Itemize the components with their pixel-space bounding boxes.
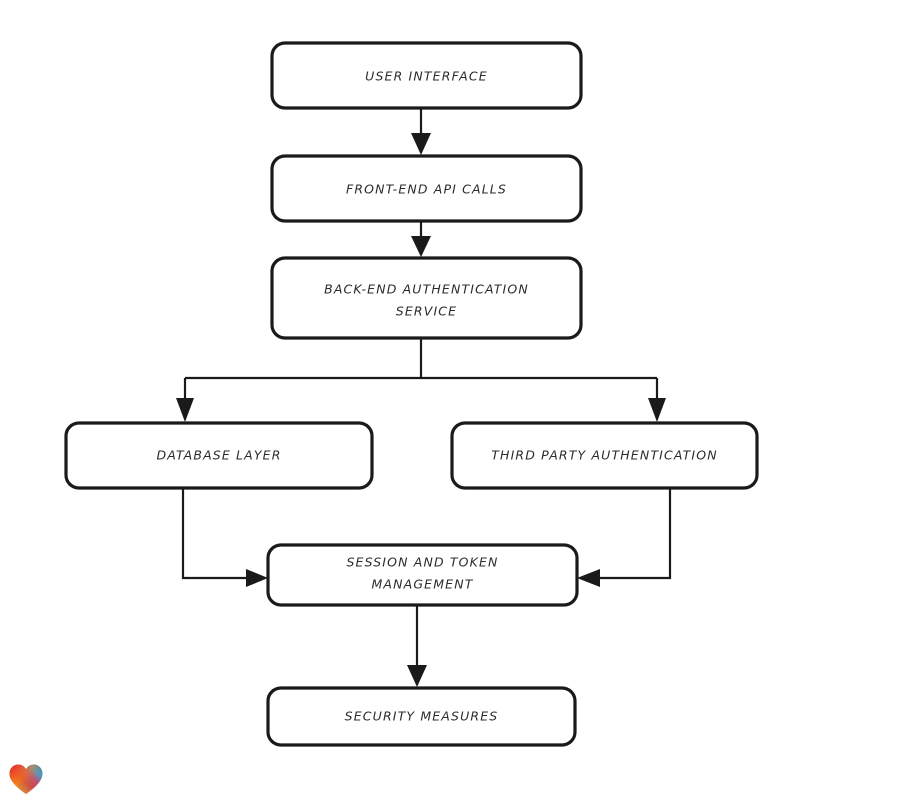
edge-line	[598, 488, 672, 580]
node-label-line-1: SESSION AND TOKEN	[346, 555, 498, 570]
node-shape[interactable]	[270, 41, 583, 110]
edge-ui-to-frontend	[411, 108, 431, 155]
arrowhead-icon	[411, 133, 431, 155]
heart-icon	[9, 764, 43, 794]
node-label-line-2: SERVICE	[396, 304, 457, 319]
node-shape[interactable]	[450, 421, 759, 490]
node-label-line-1: FRONT-END API CALLS	[346, 182, 507, 197]
node-shape[interactable]	[266, 543, 579, 607]
node-label-line-1: BACK-END AUTHENTICATION	[324, 282, 529, 297]
node-shape[interactable]	[270, 256, 583, 340]
node-front-end-api-calls[interactable]: FRONT-END API CALLS	[270, 154, 583, 223]
node-security-measures[interactable]: SECURITY MEASURES	[266, 686, 577, 747]
node-session-and-token-management[interactable]: SESSION AND TOKEN MANAGEMENT	[266, 543, 579, 607]
node-shape[interactable]	[64, 421, 374, 490]
arrowhead-icon	[176, 398, 194, 422]
node-back-end-authentication-service[interactable]: BACK-END AUTHENTICATION SERVICE	[270, 256, 583, 340]
node-shape[interactable]	[270, 154, 583, 223]
arrowhead-icon	[648, 398, 666, 422]
node-label-line-1: USER INTERFACE	[365, 69, 488, 84]
node-label-line-1: THIRD PARTY AUTHENTICATION	[491, 448, 718, 463]
arrowhead-icon	[246, 569, 268, 587]
edge-thirdparty-to-session	[577, 488, 672, 587]
edge-frontend-to-backend	[411, 221, 431, 257]
node-database-layer[interactable]: DATABASE LAYER	[64, 421, 374, 490]
arrowhead-icon	[577, 569, 600, 587]
edge-database-to-session	[181, 488, 268, 587]
node-shape[interactable]	[266, 686, 577, 747]
edge-backend-split	[176, 338, 666, 422]
node-user-interface[interactable]: USER INTERFACE	[270, 41, 583, 110]
heart-shape-overlay	[9, 764, 43, 794]
arrowhead-icon	[407, 665, 427, 687]
node-label-line-1: DATABASE LAYER	[156, 448, 281, 463]
edge-session-to-security	[407, 605, 427, 687]
arrowhead-icon	[411, 236, 431, 257]
node-label-line-2: MANAGEMENT	[372, 577, 474, 592]
node-third-party-authentication[interactable]: THIRD PARTY AUTHENTICATION	[450, 421, 759, 490]
node-label-line-1: SECURITY MEASURES	[345, 709, 499, 724]
edge-line	[181, 488, 248, 580]
